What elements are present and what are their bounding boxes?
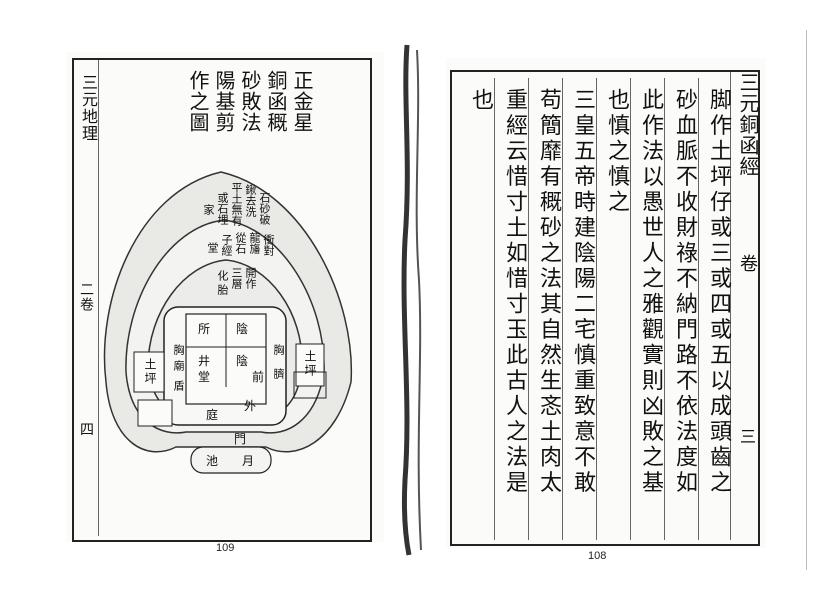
house-label-wai: 外 [244,399,257,413]
column-rule-1 [698,78,699,540]
house-label-yin-2: 陰 [236,354,249,368]
tu-ping-right-box [295,343,325,387]
tu-ping-left-lower-box [137,399,173,427]
left-page-number: 109 [216,542,235,554]
right-folio: 三 [737,428,756,445]
left-page-frame [72,58,372,542]
text-column-7: 重經云惜寸土如惜寸玉此古人之法是 [502,88,527,496]
middle-ring-label-4: 子經 [220,234,233,256]
tu-ping-right-label-2: 坪 [303,364,317,376]
left-page: 三元地理 二卷 四 正金星 銅函穊 砂敗法 陽基剪 作之圖 石砂破 鍬去洗 平土… [66,52,384,554]
tu-ping-left-box [133,351,165,393]
right-page-frame [450,70,760,546]
tu-ping-left-label: 土 [143,358,157,370]
text-column-3: 此作法以愚世人之雅觀實則凶敗之基 [638,88,663,496]
house-label-gate: 門 [234,432,247,446]
outer-ring-label-3: 平土無有 [230,182,243,226]
outer-ring-label-4: 或石埋 [216,192,229,225]
inner-ring-label-2: 三層 [230,267,243,289]
left-margin-folio: 四 [78,422,94,437]
middle-ring-label-3: 從石 [234,232,247,254]
caption-col-3: 砂敗法 [238,70,262,133]
column-rule-7 [494,78,495,540]
house-label-suo: 所 [198,322,211,336]
column-rule-2 [664,78,665,540]
side-left-label-1: 胸 [172,344,185,355]
column-rule-4 [596,78,597,540]
middle-ring-label-2: 龍旛 [248,232,261,254]
text-column-2: 砂血脈不收財祿不納門路不依法度如 [672,88,697,496]
inner-ring-label-1: 開作 [244,267,257,289]
tu-ping-left-label-2: 坪 [143,372,157,384]
book-gutter [401,44,422,556]
column-rule-3 [630,78,631,540]
feng-shui-diagram [103,171,353,474]
caption-col-5: 作之圖 [186,70,210,133]
left-margin-rule [98,60,99,536]
middle-ring-label-5: 堂 [206,242,219,253]
side-right-label-1: 胸 [272,344,285,355]
right-header-chapter: 卷 [737,254,758,273]
text-column-8: 也 [468,88,493,111]
inner-ring-label-4: 胎 [216,284,229,295]
pond-label-chi: 池 [206,454,219,468]
scan-edge-mark [806,30,807,570]
house-label-yin-1: 陰 [236,322,249,336]
left-margin-title: 三元地理 [79,74,98,142]
outer-ring-label-2: 鍬去洗 [244,184,257,217]
right-header-title: 三元銅函經 [736,72,760,177]
tu-ping-right-label: 土 [303,350,317,362]
text-column-1: 脚作土坪仔或三或四或五以成頭齒之 [706,88,731,496]
left-margin-chapter: 二卷 [78,282,94,312]
right-margin-rule [730,72,731,540]
tu-ping-right-lower-box [293,371,327,399]
house-label-ting: 庭 [206,408,219,422]
right-page: 三元銅函經 卷 三 脚作土坪仔或三或四或五以成頭齒之 砂血脈不收財祿不納門路不依… [446,58,766,562]
side-left-label-2: 廟 [172,360,185,371]
outer-ring-label-5: 家 [202,204,215,215]
text-column-6: 苟簡靡有穊砂之法其自然生忞土肉太 [536,88,561,496]
text-column-4: 也慎之慎之 [604,88,629,216]
side-right-label-2: 臍 [272,368,285,379]
house-label-tang: 堂 [198,370,211,384]
text-column-5: 三皇五帝時建陰陽二宅慎重致意不敢 [570,88,595,496]
house-label-jing: 井 [198,354,211,368]
column-rule-5 [562,78,563,540]
column-rule-6 [528,78,529,540]
side-left-label-3: 盾 [172,380,185,391]
caption-col-4: 陽基剪 [212,70,236,133]
pond-label-yue: 月 [242,454,255,468]
caption-col-2: 銅函穊 [264,70,288,133]
pond [190,446,272,474]
inner-ring-label-3: 化 [216,270,229,281]
outer-ring-label-1: 石砂破 [258,192,271,225]
right-page-number: 108 [588,550,607,562]
caption-col-1: 正金星 [290,70,314,133]
house-label-qian: 前 [252,370,265,384]
middle-ring-label-1: 衝對 [262,234,275,256]
